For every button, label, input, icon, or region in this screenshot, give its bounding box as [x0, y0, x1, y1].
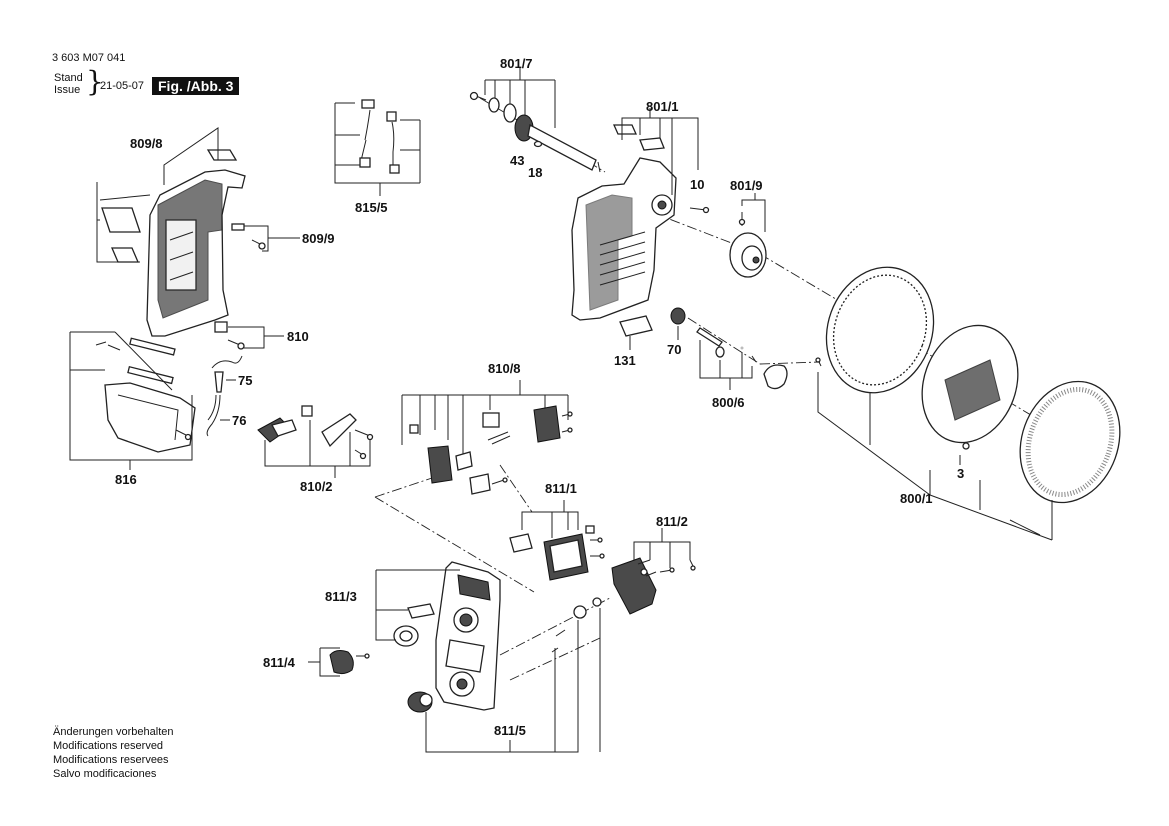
callout-801-7: 801/7: [500, 56, 533, 71]
document-number: 3 603 M07 041: [52, 52, 126, 64]
part-800-6-pin-knob: [696, 327, 788, 390]
callout-800-6: 800/6: [712, 395, 745, 410]
part-810-2-switch-assembly: [257, 405, 374, 478]
part-809-9-screws: [231, 223, 300, 252]
callout-816: 816: [115, 472, 137, 487]
part-76-cable: [206, 394, 230, 437]
part-811-5-buttons: [407, 597, 602, 753]
note-de: Änderungen vorbehalten: [53, 726, 174, 738]
callout-811-4: 811/4: [263, 655, 296, 670]
callout-811-5: 811/5: [494, 723, 526, 738]
callout-809-8: 809/8: [130, 136, 163, 151]
brace-glyph: }: [86, 65, 104, 98]
callout-800-1: 800/1: [900, 491, 933, 506]
stand-issue-label: Stand Issue: [54, 72, 83, 96]
part-810-clips: [214, 321, 284, 350]
callout-810-8: 810/8: [488, 361, 521, 376]
note-fr: Modifications reservees: [53, 754, 169, 766]
part-815-5-cable-clips: [334, 99, 421, 196]
part-811-4-knob: [308, 647, 370, 677]
part-75-cable-sleeve: [211, 355, 243, 393]
callout-811-3: 811/3: [325, 589, 357, 604]
part-801-9-fan-wheel: [729, 193, 767, 278]
part-810-8-switch-module: [401, 380, 573, 495]
part-800-1-front-rings: [815, 266, 1121, 541]
callout-810-2: 810/2: [300, 479, 333, 494]
callout-801-1: 801/1: [646, 99, 679, 114]
note-es: Salvo modificaciones: [53, 768, 157, 780]
part-809-8-rear-housing: [96, 127, 246, 337]
callout-43: 43: [510, 153, 524, 168]
callout-70: 70: [667, 342, 681, 357]
callout-811-2: 811/2: [656, 514, 688, 529]
stand-label: Stand: [54, 72, 83, 84]
part-131-label: [619, 315, 653, 350]
part-811-1-display-module: [509, 500, 605, 581]
issue-label: Issue: [54, 84, 81, 96]
callout-815-5: 815/5: [355, 200, 388, 215]
callout-131: 131: [614, 353, 636, 368]
callout-801-9: 801/9: [730, 178, 763, 193]
callout-18: 18: [528, 165, 542, 180]
part-70-bushing: [670, 307, 686, 340]
callout-811-1: 811/1: [545, 481, 577, 496]
part-811-3-front-panel: [375, 561, 501, 711]
callout-75: 75: [238, 373, 252, 388]
part-816-cable-cover: [69, 331, 196, 470]
issue-date: 21-05-07: [100, 80, 145, 92]
part-801-1-main-housing: [571, 108, 710, 321]
part-801-7-shaft-gear: [469, 68, 597, 171]
note-en: Modifications reserved: [53, 740, 164, 752]
modification-notes: Änderungen vorbehalten Modifications res…: [53, 725, 173, 781]
callout-810: 810: [287, 329, 309, 344]
callout-3: 3: [957, 466, 964, 481]
figure-label: Fig. /Abb. 3: [152, 77, 240, 95]
part-811-2-control-module: [611, 528, 696, 615]
callout-809-9: 809/9: [302, 231, 335, 246]
callout-10: 10: [690, 177, 704, 192]
callout-76: 76: [232, 413, 246, 428]
